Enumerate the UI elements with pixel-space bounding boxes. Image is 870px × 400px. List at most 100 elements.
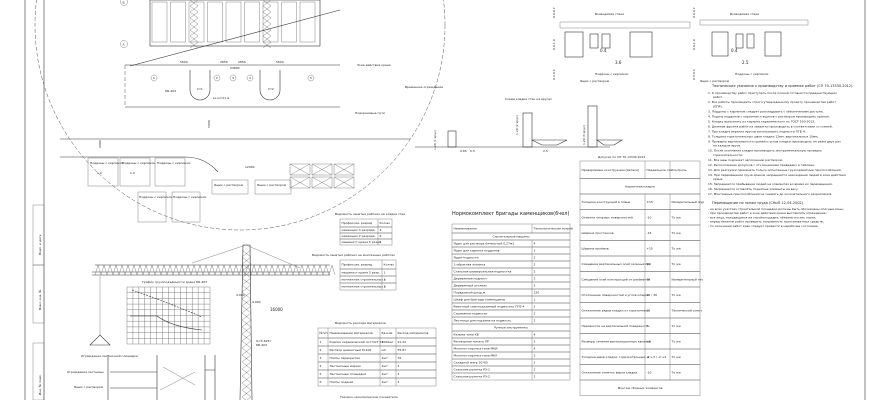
table-cell: Контроль [672, 168, 687, 172]
table-cell: Шкаф для бригады каменщиков [454, 298, 506, 302]
svg-text:Ведомость занятых рабочих на к: Ведомость занятых рабочих на кладке стен [335, 212, 405, 216]
table-cell: 2 [534, 354, 536, 358]
table-cell: 2 [534, 277, 536, 281]
table-cell: -15 [647, 231, 652, 235]
table-cell: 1 [320, 340, 322, 344]
storage-area: Поддоны с кирпичом 1.0 Поддоны с кирпичо… [87, 157, 355, 223]
table-cell: 4 [534, 333, 536, 337]
table-cell: 1000шт [382, 340, 394, 344]
table-cell: 2 [534, 361, 536, 365]
table-cell: м3 [382, 348, 386, 352]
table-cell: 1-обратная лопатка [454, 263, 486, 267]
table-cell: Наименование [454, 227, 477, 231]
table-cell: 2 [398, 380, 400, 384]
slab-panel [299, 1, 316, 43]
note-line: 5. Кладку выполнять из кирпича керамичес… [708, 119, 815, 123]
table-cell: 2 [534, 263, 536, 267]
table-cell: каменщик 2 разряда [342, 234, 375, 238]
note-line: 14. При перемещении груза краном запреща… [708, 173, 846, 177]
capacity-curve-2 [130, 315, 203, 331]
note-line: 2. Все работы производить строго утвержд… [708, 100, 836, 104]
table-cell: Молоток-кирочка типа МКИ [454, 347, 498, 351]
svg-text:1.0: 1.0 [97, 171, 102, 175]
table-row [317, 377, 437, 387]
table-cell: 20 [647, 262, 651, 266]
table-cell: каменщик 4 разряда [342, 228, 375, 232]
svg-text:Ящик с раствором: Ящик с раствором [580, 79, 609, 83]
svg-text:КБ-403: КБ-403 [165, 89, 176, 93]
svg-text:А: А [123, 43, 126, 47]
svg-text:2850: 2850 [220, 60, 228, 64]
svg-text:Ящик с раствором: Ящик с раствором [700, 79, 729, 83]
slab-panel [262, 1, 279, 43]
table-cell: 1 [384, 285, 386, 289]
table-cell: 2 [534, 368, 536, 372]
slab-panel [170, 1, 186, 43]
note-line: на каждом ярусе. [713, 144, 741, 148]
svg-text:2.5: 2.5 [742, 60, 749, 65]
table-group-row: Кирпичная кладка [625, 184, 655, 188]
note-line: - все лица, находящиеся на стройплощадке… [708, 215, 816, 219]
svg-text:Поддоны с кирпичом: Поддоны с кирпичом [139, 195, 172, 199]
table-cell: 2 [320, 348, 322, 352]
svg-text:1.0: 1.0 [130, 171, 135, 175]
svg-text:2850: 2850 [238, 60, 246, 64]
svg-text:0.6-1.0: 0.6-1.0 [552, 39, 556, 50]
storage-slot [333, 163, 355, 176]
tower-crane-elevation: График грузоподъёмности крана КБ-403 160… [67, 244, 336, 400]
table-cell: Профессия, разряд [342, 263, 373, 267]
table-cell: 1 [380, 240, 382, 244]
notes-subtitle: Перемещение по зонам труда (СНиП 12-04-2… [712, 201, 804, 205]
table-row [339, 238, 393, 246]
title-cell: Взам. инв. № [38, 290, 42, 310]
tolerance-table: Проверяемые конструкции (детали)Предельн… [579, 160, 704, 396]
table-cell: Расход материалов [398, 331, 429, 335]
crane-zone-label: Зона действия крана [357, 63, 391, 67]
table-cell: 2 [380, 228, 382, 232]
table-cell: Рамочный самоподъемный подмостки ПГБ-4 [454, 305, 525, 309]
svg-text:Ведомость занятых рабочих на м: Ведомость занятых рабочих на монтажных р… [312, 253, 395, 257]
table-cell: +15 [647, 246, 653, 250]
svg-text:0.65: 0.65 [460, 149, 467, 153]
svg-text:Технико-экономические показате: Технико-экономические показатели [339, 395, 398, 399]
technical-notes: Технические указания к производству и пр… [708, 84, 853, 228]
table-cell: 2 [398, 364, 400, 368]
table-cell: Ящик для раствора 6ячеистый 0,27м3 [454, 242, 515, 246]
table-cell: То же [671, 355, 681, 359]
table-cell: То же [671, 246, 681, 250]
svg-text:Ведомость расхода материалов: Ведомость расхода материалов [335, 321, 386, 325]
table-cell: 6 [380, 234, 382, 238]
note-line: горизонтальности. [713, 153, 743, 157]
svg-text:4: 4 [249, 76, 251, 80]
table-cell: 1шт [382, 380, 389, 384]
table-cell: 10 [647, 277, 651, 281]
staff-table-2: Ведомость занятых рабочих на монтажных р… [312, 253, 397, 291]
table-cell: То же [671, 262, 681, 266]
note-line: работ. [713, 95, 723, 99]
table-cell: Лестничные площадки [330, 372, 367, 376]
svg-text:Ящик с раствором: Ящик с раствором [257, 183, 286, 187]
table-cell: Технический осмот [671, 308, 703, 312]
table-cell: Наименование материалов [330, 331, 373, 335]
storage-slot [311, 176, 333, 189]
table-cell: Профессия, разряд [342, 221, 373, 225]
table-cell: 3 [320, 356, 322, 360]
note-line: 9. Проверку вертикальности граней и угло… [708, 139, 841, 143]
svg-text:Б: Б [123, 1, 125, 5]
svg-text:Схема кладки стен на ярусах: Схема кладки стен на ярусах [505, 97, 552, 101]
svg-text:Ящик с раствором: Ящик с раствором [214, 183, 243, 187]
note-line: - при производстве работ в зоне действия… [708, 211, 827, 215]
table-cell: 4 [534, 347, 536, 351]
table-cell: Кирпич керамический по ГОСТ 53 [330, 340, 384, 344]
table-cell: Ед.изм. [382, 331, 394, 335]
note-line: 4. Подачу поддонов с кирпичом и ящиков с… [708, 114, 830, 118]
table-row [451, 372, 571, 381]
kit-table: Нормокомплект бригады каменщиков(6чел) Н… [451, 211, 573, 381]
svg-text:Возводимая стена: Возводимая стена [730, 12, 759, 16]
table-cell: 1шт [382, 372, 389, 376]
table-cell: 2 [534, 305, 536, 309]
svg-text:0.6-1.0: 0.6-1.0 [692, 39, 696, 50]
svg-text:Ст2: Ст2 [268, 87, 274, 91]
table-cell: То же [671, 339, 681, 343]
